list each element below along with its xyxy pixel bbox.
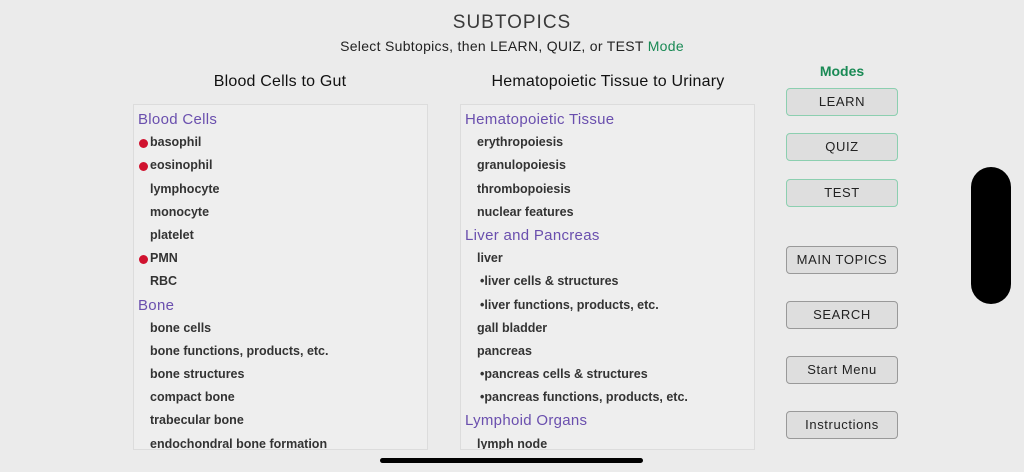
row-label: granulopoiesis <box>477 158 566 173</box>
section-heading: Bone <box>134 294 427 317</box>
row-label: •pancreas cells & structures <box>480 367 648 382</box>
subtopic-item[interactable]: bone cells <box>134 317 427 340</box>
scroll-handle[interactable] <box>971 167 1011 304</box>
row-label: erythropoiesis <box>477 135 564 150</box>
row-label: Bone <box>138 296 175 314</box>
subtopic-item[interactable]: basophil <box>134 131 427 154</box>
home-indicator[interactable] <box>380 458 643 463</box>
row-label: PMN <box>150 251 178 266</box>
right-column-heading: Hematopoietic Tissue to Urinary <box>491 73 725 90</box>
row-label: bone cells <box>150 320 212 335</box>
section-heading: Hematopoietic Tissue <box>461 108 754 131</box>
subtopic-item[interactable]: granulopoiesis <box>461 154 754 177</box>
subtopic-item[interactable]: liver <box>461 247 754 270</box>
modes-label: Modes <box>819 63 865 79</box>
learn-button[interactable]: LEARN <box>786 88 898 116</box>
row-label: bone functions, products, etc. <box>150 343 329 358</box>
left-column-heading: Blood Cells to Gut <box>213 73 347 90</box>
subtopic-item[interactable]: nuclear features <box>461 201 754 224</box>
row-label: liver <box>477 251 503 266</box>
section-heading: Lymphoid Organs <box>461 409 754 432</box>
subtopic-item[interactable]: erythropoiesis <box>461 131 754 154</box>
row-label: lymphocyte <box>150 181 220 196</box>
row-label: nuclear features <box>477 204 574 219</box>
row-label: thrombopoiesis <box>477 181 571 196</box>
page-title: SUBTOPICS <box>452 12 572 33</box>
row-label: lymph node <box>477 436 548 450</box>
subtopic-item[interactable]: •liver functions, products, etc. <box>461 294 754 317</box>
instructions-button[interactable]: Instructions <box>786 411 898 439</box>
subtopic-item[interactable]: •pancreas cells & structures <box>461 363 754 386</box>
row-label: monocyte <box>150 204 210 219</box>
section-heading: Blood Cells <box>134 108 427 131</box>
section-heading: Liver and Pancreas <box>461 224 754 247</box>
subtitle-text: Select Subtopics, then LEARN, QUIZ, or T… <box>340 38 644 54</box>
subtopic-item[interactable]: trabecular bone <box>134 409 427 432</box>
row-label: •liver cells & structures <box>480 274 619 289</box>
subtopic-item[interactable]: bone structures <box>134 363 427 386</box>
selected-dot-icon <box>139 161 148 171</box>
subtopic-item[interactable]: platelet <box>134 224 427 247</box>
selected-dot-icon <box>139 138 148 148</box>
main-topics-button[interactable]: MAIN TOPICS <box>786 246 898 274</box>
row-label: gall bladder <box>477 320 548 335</box>
row-label: eosinophil <box>150 158 213 173</box>
row-label: platelet <box>150 227 194 242</box>
test-button[interactable]: TEST <box>786 179 898 207</box>
row-label: pancreas <box>477 343 532 358</box>
page-subtitle: Select Subtopics, then LEARN, QUIZ, or T… <box>0 38 1024 54</box>
selected-dot-icon <box>139 254 148 264</box>
row-label: Lymphoid Organs <box>465 412 588 430</box>
row-label: bone structures <box>150 367 245 382</box>
row-label: endochondral bone formation <box>150 436 328 450</box>
row-label: Liver and Pancreas <box>465 226 600 244</box>
search-button[interactable]: SEARCH <box>786 301 898 329</box>
right-subtopic-list[interactable]: Hematopoietic Tissue erythropoiesis granul… <box>460 104 755 450</box>
subtopic-item[interactable]: gall bladder <box>461 317 754 340</box>
subtitle-mode: Mode <box>647 38 684 54</box>
subtopic-item[interactable]: thrombopoiesis <box>461 178 754 201</box>
row-label: RBC <box>150 274 178 289</box>
subtopic-item[interactable]: PMN <box>134 247 427 270</box>
subtopic-item[interactable]: compact bone <box>134 386 427 409</box>
subtopic-item[interactable]: pancreas <box>461 340 754 363</box>
subtopic-item[interactable]: lymphocyte <box>134 178 427 201</box>
subtopic-item[interactable]: bone functions, products, etc. <box>134 340 427 363</box>
quiz-button[interactable]: QUIZ <box>786 133 898 161</box>
subtopic-item[interactable]: lymph node <box>461 433 754 450</box>
subtopic-item[interactable]: •pancreas functions, products, etc. <box>461 386 754 409</box>
row-label: •liver functions, products, etc. <box>480 297 659 312</box>
row-label: •pancreas functions, products, etc. <box>480 390 688 405</box>
subtopic-item[interactable]: eosinophil <box>134 154 427 177</box>
row-label: Blood Cells <box>138 111 218 128</box>
start-menu-button[interactable]: Start Menu <box>786 356 898 384</box>
subtopic-item[interactable]: RBC <box>134 270 427 293</box>
row-label: basophil <box>150 135 202 150</box>
subtopic-item[interactable]: monocyte <box>134 201 427 224</box>
subtopic-item[interactable]: endochondral bone formation <box>134 433 427 450</box>
subtopic-item[interactable]: •liver cells & structures <box>461 270 754 293</box>
left-subtopic-list[interactable]: Blood Cells basophil eosinophil lymphocyte m… <box>133 104 428 450</box>
row-label: trabecular bone <box>150 413 244 428</box>
row-label: compact bone <box>150 390 235 405</box>
row-label: Hematopoietic Tissue <box>465 111 615 128</box>
